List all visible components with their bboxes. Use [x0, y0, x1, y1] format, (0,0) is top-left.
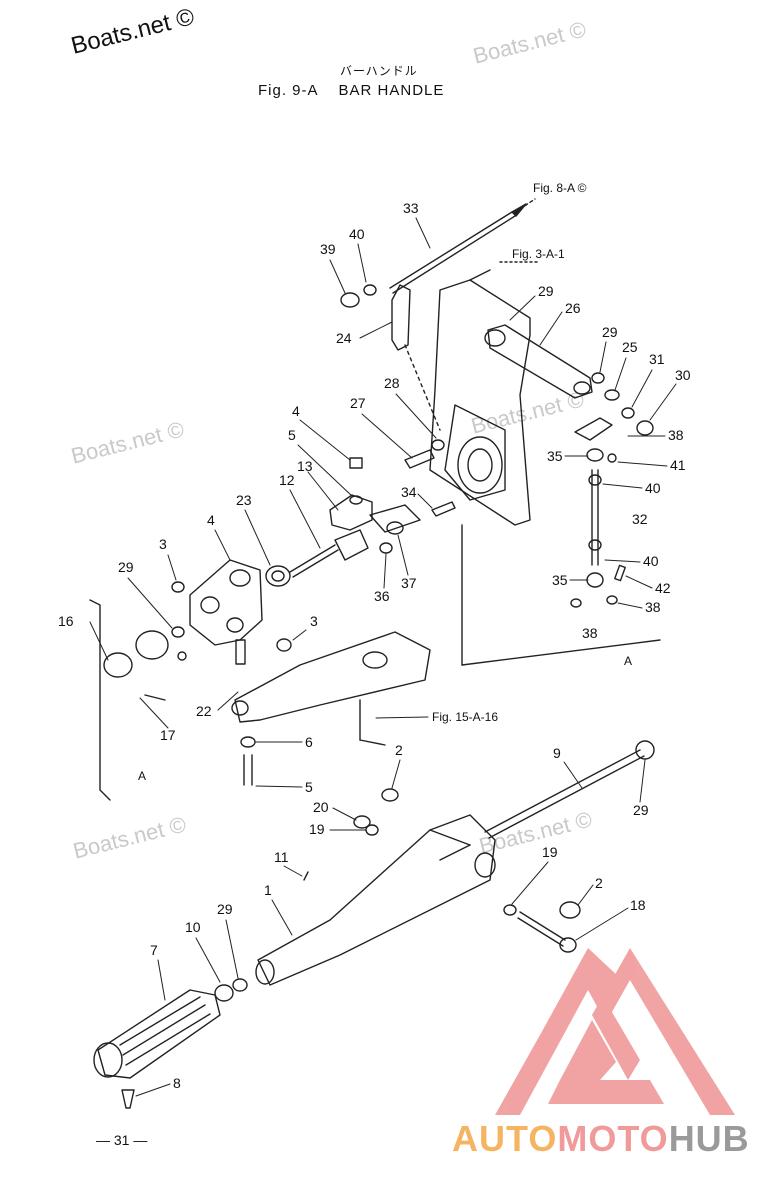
- part-number: 33: [403, 200, 419, 216]
- part-number: 7: [150, 942, 158, 958]
- part-number: 6: [305, 734, 313, 750]
- part-number: 20: [313, 799, 329, 815]
- part-number: 2: [595, 875, 603, 891]
- part-number: 4: [292, 403, 300, 419]
- part-number: 12: [279, 472, 295, 488]
- part-number: 18: [630, 897, 646, 913]
- part-number: 25: [622, 339, 638, 355]
- japanese-title: バーハンドル: [340, 64, 418, 78]
- part-number: 24: [336, 330, 352, 346]
- part-number: 3: [159, 536, 167, 552]
- view-marker: A: [624, 654, 632, 668]
- part-number: 10: [185, 919, 201, 935]
- part-number: 1: [264, 882, 272, 898]
- part-number: 13: [297, 458, 313, 474]
- part-number: 4: [207, 512, 215, 528]
- part-number: 34: [401, 484, 417, 500]
- part-number: 3: [310, 613, 318, 629]
- figure-reference: Fig. 15-A-16: [432, 710, 498, 724]
- part-number: 40: [645, 480, 661, 496]
- figure-label: Fig. 9-A: [258, 82, 319, 99]
- page-number: — 31 —: [96, 1132, 148, 1148]
- part-number: 29: [538, 283, 554, 299]
- part-number: 8: [173, 1075, 181, 1091]
- part-number: 31: [649, 351, 665, 367]
- figure-reference: Fig. 3-A-1: [512, 247, 565, 261]
- logo-part-auto: AUTO: [452, 1118, 558, 1159]
- part-number: 16: [58, 613, 74, 629]
- part-number: 38: [668, 427, 684, 443]
- part-number: 9: [553, 745, 561, 761]
- part-number: 41: [670, 457, 686, 473]
- part-number: 35: [552, 572, 568, 588]
- part-number: 39: [320, 241, 336, 257]
- part-number: 29: [602, 324, 618, 340]
- part-number: 5: [305, 779, 313, 795]
- logo-part-moto: MOTO: [557, 1118, 669, 1159]
- part-number: 29: [118, 559, 134, 575]
- part-number: 23: [236, 492, 252, 508]
- logo-part-hub: HUB: [668, 1118, 750, 1159]
- part-number: 32: [632, 511, 648, 527]
- part-number: 29: [217, 901, 233, 917]
- part-number: 40: [349, 226, 365, 242]
- figure-reference: Fig. 8-A ©: [533, 181, 587, 195]
- part-number: 28: [384, 375, 400, 391]
- part-number: 42: [655, 580, 671, 596]
- part-number: 2: [395, 742, 403, 758]
- part-number: 26: [565, 300, 581, 316]
- part-number: 17: [160, 727, 176, 743]
- figure-title: BAR HANDLE: [338, 82, 445, 99]
- part-number: 38: [582, 625, 598, 641]
- part-number: 36: [374, 588, 390, 604]
- part-number: 40: [643, 553, 659, 569]
- part-number: 35: [547, 448, 563, 464]
- page-title: Fig. 9-A BAR HANDLE: [258, 82, 464, 99]
- part-number: 30: [675, 367, 691, 383]
- automotohub-logo: AUTOMOTOHUB: [452, 1118, 750, 1160]
- logo-triangle-mark: [495, 948, 735, 1115]
- part-number: 19: [542, 844, 558, 860]
- part-number: 11: [274, 849, 289, 865]
- part-number: 27: [350, 395, 366, 411]
- part-number: 22: [196, 703, 212, 719]
- view-marker: A: [138, 769, 146, 783]
- part-number: 5: [288, 427, 296, 443]
- part-number: 19: [309, 821, 325, 837]
- part-number: 29: [633, 802, 649, 818]
- part-number: 37: [401, 575, 417, 591]
- part-number: 38: [645, 599, 661, 615]
